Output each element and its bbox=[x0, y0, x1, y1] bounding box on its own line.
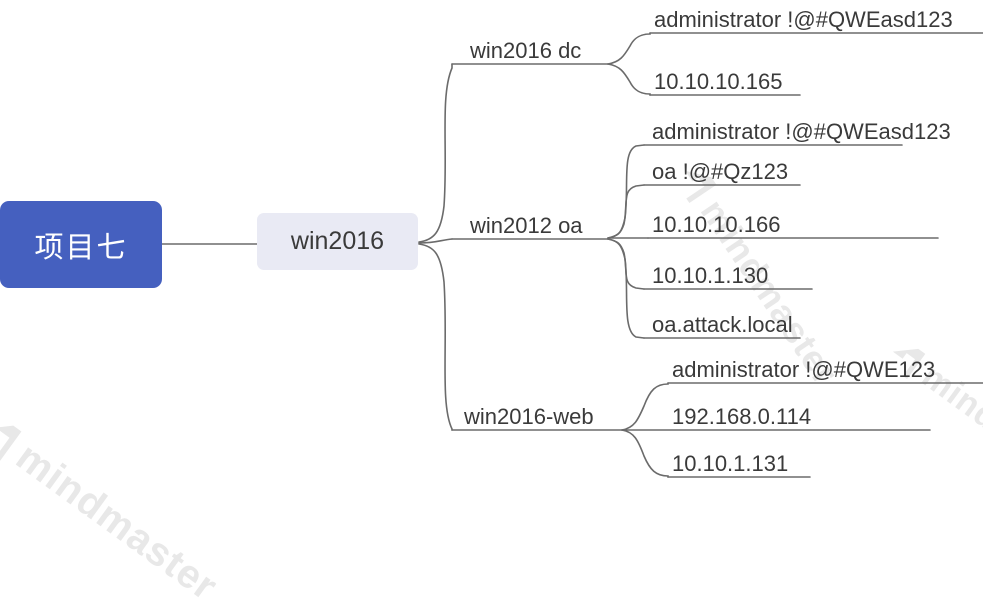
leaf-text: administrator !@#QWEasd123 bbox=[652, 119, 951, 144]
connector-oa-to-child-4 bbox=[607, 238, 645, 290]
mindmap-canvas: mindmaster mindmaster mindmaster bbox=[0, 3, 983, 609]
branch-label-win2016-web[interactable]: win2016-web bbox=[464, 400, 594, 430]
node-win2016-label: win2016 bbox=[290, 227, 385, 255]
leaf-oa-domain[interactable]: oa.attack.local bbox=[652, 308, 793, 338]
leaf-web-administrator[interactable]: administrator !@#QWE123 bbox=[672, 353, 935, 383]
leaf-text: 10.10.1.130 bbox=[652, 263, 769, 288]
branch-text: win2012 oa bbox=[470, 213, 583, 238]
connector-win2016-to-dc bbox=[418, 63, 453, 243]
connector-web-to-child-2 bbox=[621, 429, 669, 478]
leaf-text: 192.168.0.114 bbox=[672, 404, 812, 429]
connector-oa-to-child-1 bbox=[607, 144, 645, 239]
leaf-oa-administrator[interactable]: administrator !@#QWEasd123 bbox=[652, 115, 951, 145]
leaf-oa-ip-2[interactable]: 10.10.1.130 bbox=[652, 259, 768, 289]
leaf-web-ip-2[interactable]: 10.10.1.131 bbox=[672, 447, 788, 477]
leaf-oa-user[interactable]: oa !@#Qz123 bbox=[652, 155, 788, 185]
leaf-text: oa.attack.local bbox=[652, 312, 793, 337]
connector-dc-to-child-2 bbox=[607, 63, 651, 96]
connector-web-to-child-1 bbox=[621, 382, 669, 431]
leaf-dc-administrator[interactable]: administrator !@#QWEasd123 bbox=[654, 3, 953, 33]
connector-win2016-to-web bbox=[418, 243, 453, 431]
leaf-text: administrator !@#QWE123 bbox=[672, 357, 936, 382]
branch-label-win2016-dc[interactable]: win2016 dc bbox=[470, 34, 581, 64]
connector-win2016-to-oa bbox=[418, 238, 453, 244]
leaf-dc-ip[interactable]: 10.10.10.165 bbox=[654, 65, 782, 95]
connector-dc-to-child-1 bbox=[607, 32, 651, 65]
leaf-text: 10.10.1.131 bbox=[672, 451, 789, 476]
root-node[interactable]: 项目七 bbox=[0, 201, 162, 288]
leaf-text: oa !@#Qz123 bbox=[652, 159, 789, 184]
leaf-text: 10.10.10.165 bbox=[654, 69, 783, 94]
branch-text: win2016 dc bbox=[470, 38, 582, 63]
leaf-oa-ip-1[interactable]: 10.10.10.166 bbox=[652, 208, 780, 238]
root-node-label: 项目七 bbox=[34, 231, 128, 264]
connector-oa-to-child-5 bbox=[607, 238, 645, 339]
leaf-text: 10.10.10.166 bbox=[652, 212, 781, 237]
leaf-web-ip-1[interactable]: 192.168.0.114 bbox=[672, 400, 811, 430]
node-win2016[interactable]: win2016 bbox=[257, 213, 418, 270]
branch-label-win2012-oa[interactable]: win2012 oa bbox=[470, 209, 583, 239]
branch-text: win2016-web bbox=[464, 404, 594, 429]
mindmaster-logo-icon bbox=[0, 425, 22, 461]
connector-oa-to-child-2 bbox=[607, 184, 645, 239]
watermark-bottom-left: mindmaster bbox=[0, 404, 226, 610]
watermark-text: mindmaster bbox=[8, 434, 226, 610]
leaf-text: administrator !@#QWEasd123 bbox=[654, 7, 953, 32]
